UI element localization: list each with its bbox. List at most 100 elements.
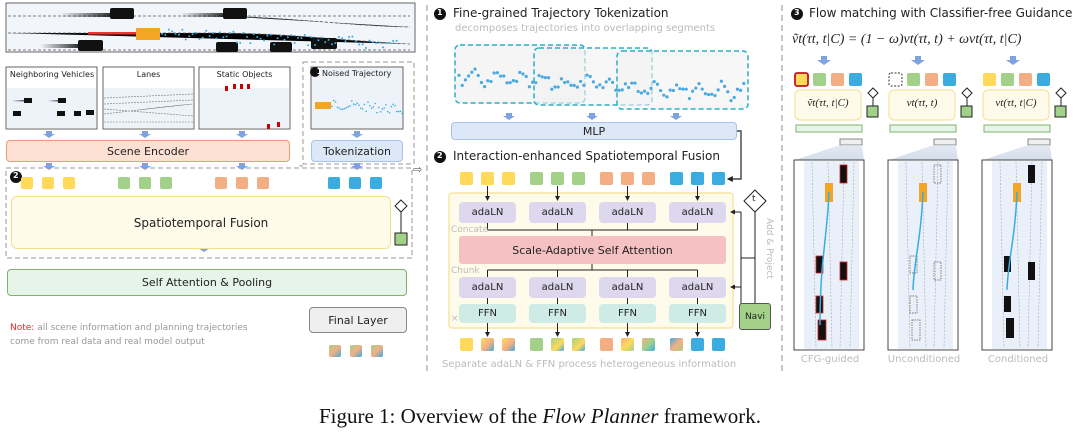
trajectory-point <box>553 85 557 89</box>
trajectory-point <box>354 40 357 43</box>
section2-title: Interaction-enhanced Spatiotemporal Fusi… <box>453 149 720 163</box>
trajectory-point <box>345 106 348 109</box>
trajectory-point <box>374 102 377 105</box>
adaln-top-block: adaLN <box>529 202 586 223</box>
trajectory-point <box>242 31 245 34</box>
cfg-column-conditioned <box>981 73 1067 351</box>
badge-1-mid-label: 1 <box>437 8 443 17</box>
trajectory-point <box>347 105 350 108</box>
trajectory-point <box>687 96 692 101</box>
trajectory-point <box>385 103 387 106</box>
trajectory-point <box>588 74 592 79</box>
planned-trajectory <box>1006 191 1018 291</box>
trajectory-point <box>499 74 503 78</box>
trajectory-point <box>397 110 400 113</box>
trajectory-point <box>550 87 554 91</box>
trajectory-point <box>256 36 259 39</box>
trajectory-point <box>395 39 398 42</box>
trajectory-point <box>387 110 389 113</box>
neighbor-vehicle <box>311 38 337 49</box>
mixed-token <box>712 338 725 351</box>
trajectory-point <box>735 87 740 91</box>
trajectory-point <box>360 107 362 110</box>
trajectory-point <box>388 111 391 114</box>
trajectory-point <box>659 88 663 93</box>
trajectory-point <box>314 44 316 47</box>
neighbor-vehicle <box>110 8 134 19</box>
noised-trajectory-panel <box>310 66 404 130</box>
static-objects-panel <box>198 66 291 130</box>
trajectory-point <box>161 32 163 35</box>
token <box>160 177 172 189</box>
tokenization-label: Tokenization <box>323 144 391 158</box>
trajectory-point <box>341 37 344 40</box>
attention-bar <box>889 124 957 133</box>
trajectory-point <box>358 104 360 106</box>
trajectory-point <box>252 33 255 36</box>
trajectory-point <box>518 70 522 75</box>
trajectory-point <box>540 75 544 79</box>
t-symbol: t <box>752 194 756 204</box>
section3-title: Flow matching with Classifier-free Guida… <box>809 6 1073 20</box>
add-project-label: Add & Project <box>764 218 774 279</box>
trajectory-point <box>486 79 490 83</box>
trajectory-point <box>569 83 573 87</box>
neighbor-vehicle <box>270 42 292 52</box>
trajectory-point <box>492 71 496 75</box>
trajectory-point <box>354 103 357 106</box>
formula-box <box>794 89 862 121</box>
formula-label: ṽt(τt, t|C) <box>807 97 849 109</box>
token <box>139 177 151 189</box>
trajectory-point <box>229 31 231 34</box>
trajectory-point <box>358 43 361 46</box>
trajectory-point <box>290 34 293 37</box>
trajectory-point <box>349 105 351 107</box>
trajectory-point <box>566 80 570 84</box>
trajectory-point <box>476 73 480 78</box>
trajectory-point <box>351 100 353 102</box>
trajectory-point <box>575 85 580 89</box>
trajectory-point <box>620 88 624 92</box>
masked-vehicle <box>911 319 921 341</box>
trajectory-point <box>729 98 733 103</box>
neighbor-vehicle <box>1028 165 1035 183</box>
middle-footer: Separate adaLN & FFN process heterogeneo… <box>442 359 737 370</box>
trajectory-point <box>327 38 330 41</box>
mid-token-row-input <box>460 172 725 185</box>
trajectory-point <box>368 39 371 42</box>
trajectory-point <box>697 81 701 86</box>
scene-encoder-block: Scene Encoder <box>6 140 290 162</box>
final-output-tokens <box>329 345 383 357</box>
trajectory-point <box>174 32 177 35</box>
trajectory-point <box>164 33 167 36</box>
neighbor-vehicle <box>223 8 247 19</box>
block-connectors <box>485 186 700 337</box>
trajectory-point <box>293 41 296 44</box>
badge-1-mid <box>434 8 446 20</box>
trajectory-point <box>572 83 576 88</box>
trajectory-point <box>276 37 279 40</box>
trajectory-point <box>280 34 282 37</box>
token <box>215 177 227 189</box>
masked-vehicle <box>909 295 918 314</box>
trajectory-point <box>363 103 366 106</box>
token <box>983 73 996 86</box>
trajectory-point <box>547 76 551 80</box>
trajectory-point <box>668 88 672 92</box>
self-attention-pooling-label: Self Attention & Pooling <box>141 276 273 289</box>
trajectory-point <box>515 79 519 83</box>
trajectory-point <box>671 88 676 93</box>
trajectory-point <box>297 36 299 39</box>
trajectory-point <box>198 37 201 40</box>
token <box>236 177 248 189</box>
trajectory-point <box>184 38 187 41</box>
token <box>831 73 844 86</box>
trajectory-point <box>331 43 333 46</box>
trajectory-point <box>527 85 532 89</box>
trajectory-point <box>591 80 596 84</box>
attention-bar <box>795 124 863 133</box>
formula-box <box>982 89 1050 121</box>
adaln-bottom-block: adaLN <box>599 277 656 298</box>
token <box>481 172 494 185</box>
trajectory-point <box>167 28 170 31</box>
